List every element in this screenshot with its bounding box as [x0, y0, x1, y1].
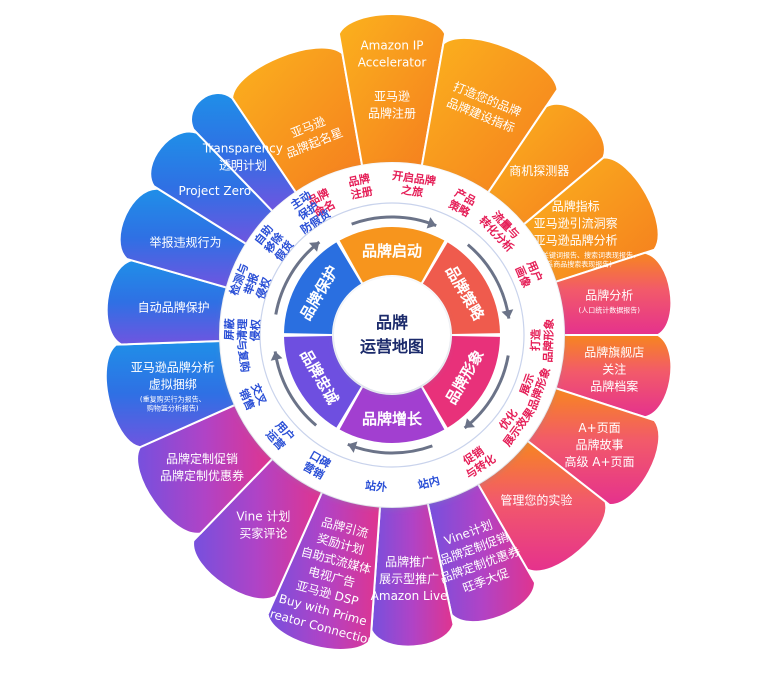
flow-arrow-head: [464, 418, 475, 428]
middle-label-group: 品牌注册: [347, 171, 374, 202]
middle-label: 与复购: [234, 339, 252, 374]
flow-arrow: [273, 351, 318, 427]
flow-arrow-head: [347, 441, 358, 453]
outer-label: 举报违规行为: [150, 235, 222, 250]
outer-label: Amazon Live: [371, 589, 448, 603]
middle-label: 品牌: [347, 171, 371, 189]
phase-segment-loyalty: [284, 336, 362, 428]
outer-label-group: Transparency 透明计划: [202, 141, 283, 172]
middle-label-group: 与复购: [234, 339, 252, 374]
middle-ring-line: [259, 202, 525, 468]
phase-segment-start: [339, 227, 445, 283]
flow-arrow: [463, 355, 510, 430]
outer-segment: [266, 490, 382, 651]
outer-segment: [526, 386, 661, 506]
outer-label: 品牌注册: [368, 106, 416, 121]
middle-label: 侵权: [248, 318, 263, 342]
flow-arrow: [466, 243, 511, 319]
middle-label: 屏蔽: [222, 317, 237, 340]
center-title-line2: 运营地图: [360, 337, 424, 356]
outer-label-group: 商机探测器: [509, 163, 569, 178]
outer-label: 品牌故事: [575, 437, 623, 452]
outer-label: Project Zero: [179, 184, 252, 198]
flow-arrow: [274, 240, 321, 315]
flow-arrow: [347, 443, 433, 455]
outer-label: 亚马逊品牌分析: [131, 361, 215, 375]
outer-label: 品牌定制优惠券: [160, 468, 244, 483]
outer-label: 商机探测器: [509, 163, 569, 178]
outer-label: 亚马逊引流洞察: [534, 217, 618, 231]
center-title-line1: 品牌: [376, 313, 408, 332]
outer-label: 透明计划: [219, 158, 267, 172]
phase-segment-growth: [339, 387, 445, 443]
outer-label: 品牌推广: [385, 555, 433, 569]
outer-label-group: 举报违规行为: [150, 235, 222, 250]
outer-label: 品牌旗舰店: [584, 345, 644, 360]
flow-arrow-head: [309, 242, 320, 252]
outer-label: 买家评论: [239, 526, 287, 541]
outer-label-group: 品牌分析 (人口统计数据报告): [579, 289, 641, 315]
center-disc: [334, 277, 450, 393]
phase-segment-protect: [284, 242, 362, 334]
outer-label: Accelerator: [358, 56, 427, 70]
middle-label: 站内: [416, 473, 441, 492]
outer-label: 管理您的实验: [500, 493, 572, 508]
outer-label: Vine 计划: [236, 510, 290, 524]
flow-arrow: [351, 215, 437, 227]
outer-label: Amazon IP: [360, 39, 423, 53]
middle-label: 打造: [528, 328, 543, 351]
middle-label: 之旅: [400, 182, 424, 199]
phase-segment-strategy: [422, 242, 500, 334]
outer-label: 虚拟捆绑: [149, 378, 197, 392]
outer-label: 亚马逊品牌分析: [534, 234, 618, 248]
middle-label: 开启品牌: [391, 168, 437, 188]
outer-label: 关注: [602, 362, 626, 377]
middle-label-group: 站内: [416, 473, 441, 492]
middle-label-group: 站外: [364, 478, 387, 494]
outer-label-group: 管理您的实验: [500, 493, 572, 508]
middle-label: 站外: [364, 478, 387, 494]
outer-label: 展示型推广: [379, 572, 439, 586]
outer-label: 品牌档案: [590, 379, 638, 394]
middle-label-group: 屏蔽清理侵权: [222, 317, 263, 342]
middle-label: 清理: [235, 319, 250, 341]
outer-label: 亚马逊: [374, 90, 410, 104]
outer-label-group: Project Zero: [179, 184, 252, 198]
flow-arrow-head: [426, 217, 437, 229]
phase-segment-image: [422, 336, 500, 428]
outer-note: (人口统计数据报告): [579, 306, 641, 315]
outer-note: 全系商品搜索表现报告): [539, 260, 612, 269]
outer-label: A+页面: [578, 421, 620, 435]
phase-label-start: 品牌启动: [362, 242, 422, 260]
outer-label: 自动品牌保护: [138, 301, 210, 315]
outer-label: 品牌定制促销: [166, 451, 238, 466]
middle-label: 注册: [350, 184, 374, 202]
phase-label-growth: 品牌增长: [362, 410, 423, 428]
flow-arrow-head: [270, 351, 283, 361]
outer-segment: [192, 457, 324, 601]
outer-label: Transparency: [202, 141, 283, 155]
outer-label: 高级 A+页面: [564, 454, 634, 469]
outer-label: 品牌指标: [552, 199, 600, 214]
outer-note: (重复购买行为报告、: [140, 395, 206, 404]
outer-note: (热门搜索关键词报告、搜索词表现报告、: [511, 251, 640, 260]
middle-label: 品牌形象: [541, 318, 557, 362]
outer-label: 品牌分析: [585, 289, 633, 303]
outer-label-group: 自动品牌保护: [138, 301, 210, 315]
outer-note: 购物篮分析报告): [147, 404, 199, 413]
flow-arrow-head: [501, 309, 514, 319]
